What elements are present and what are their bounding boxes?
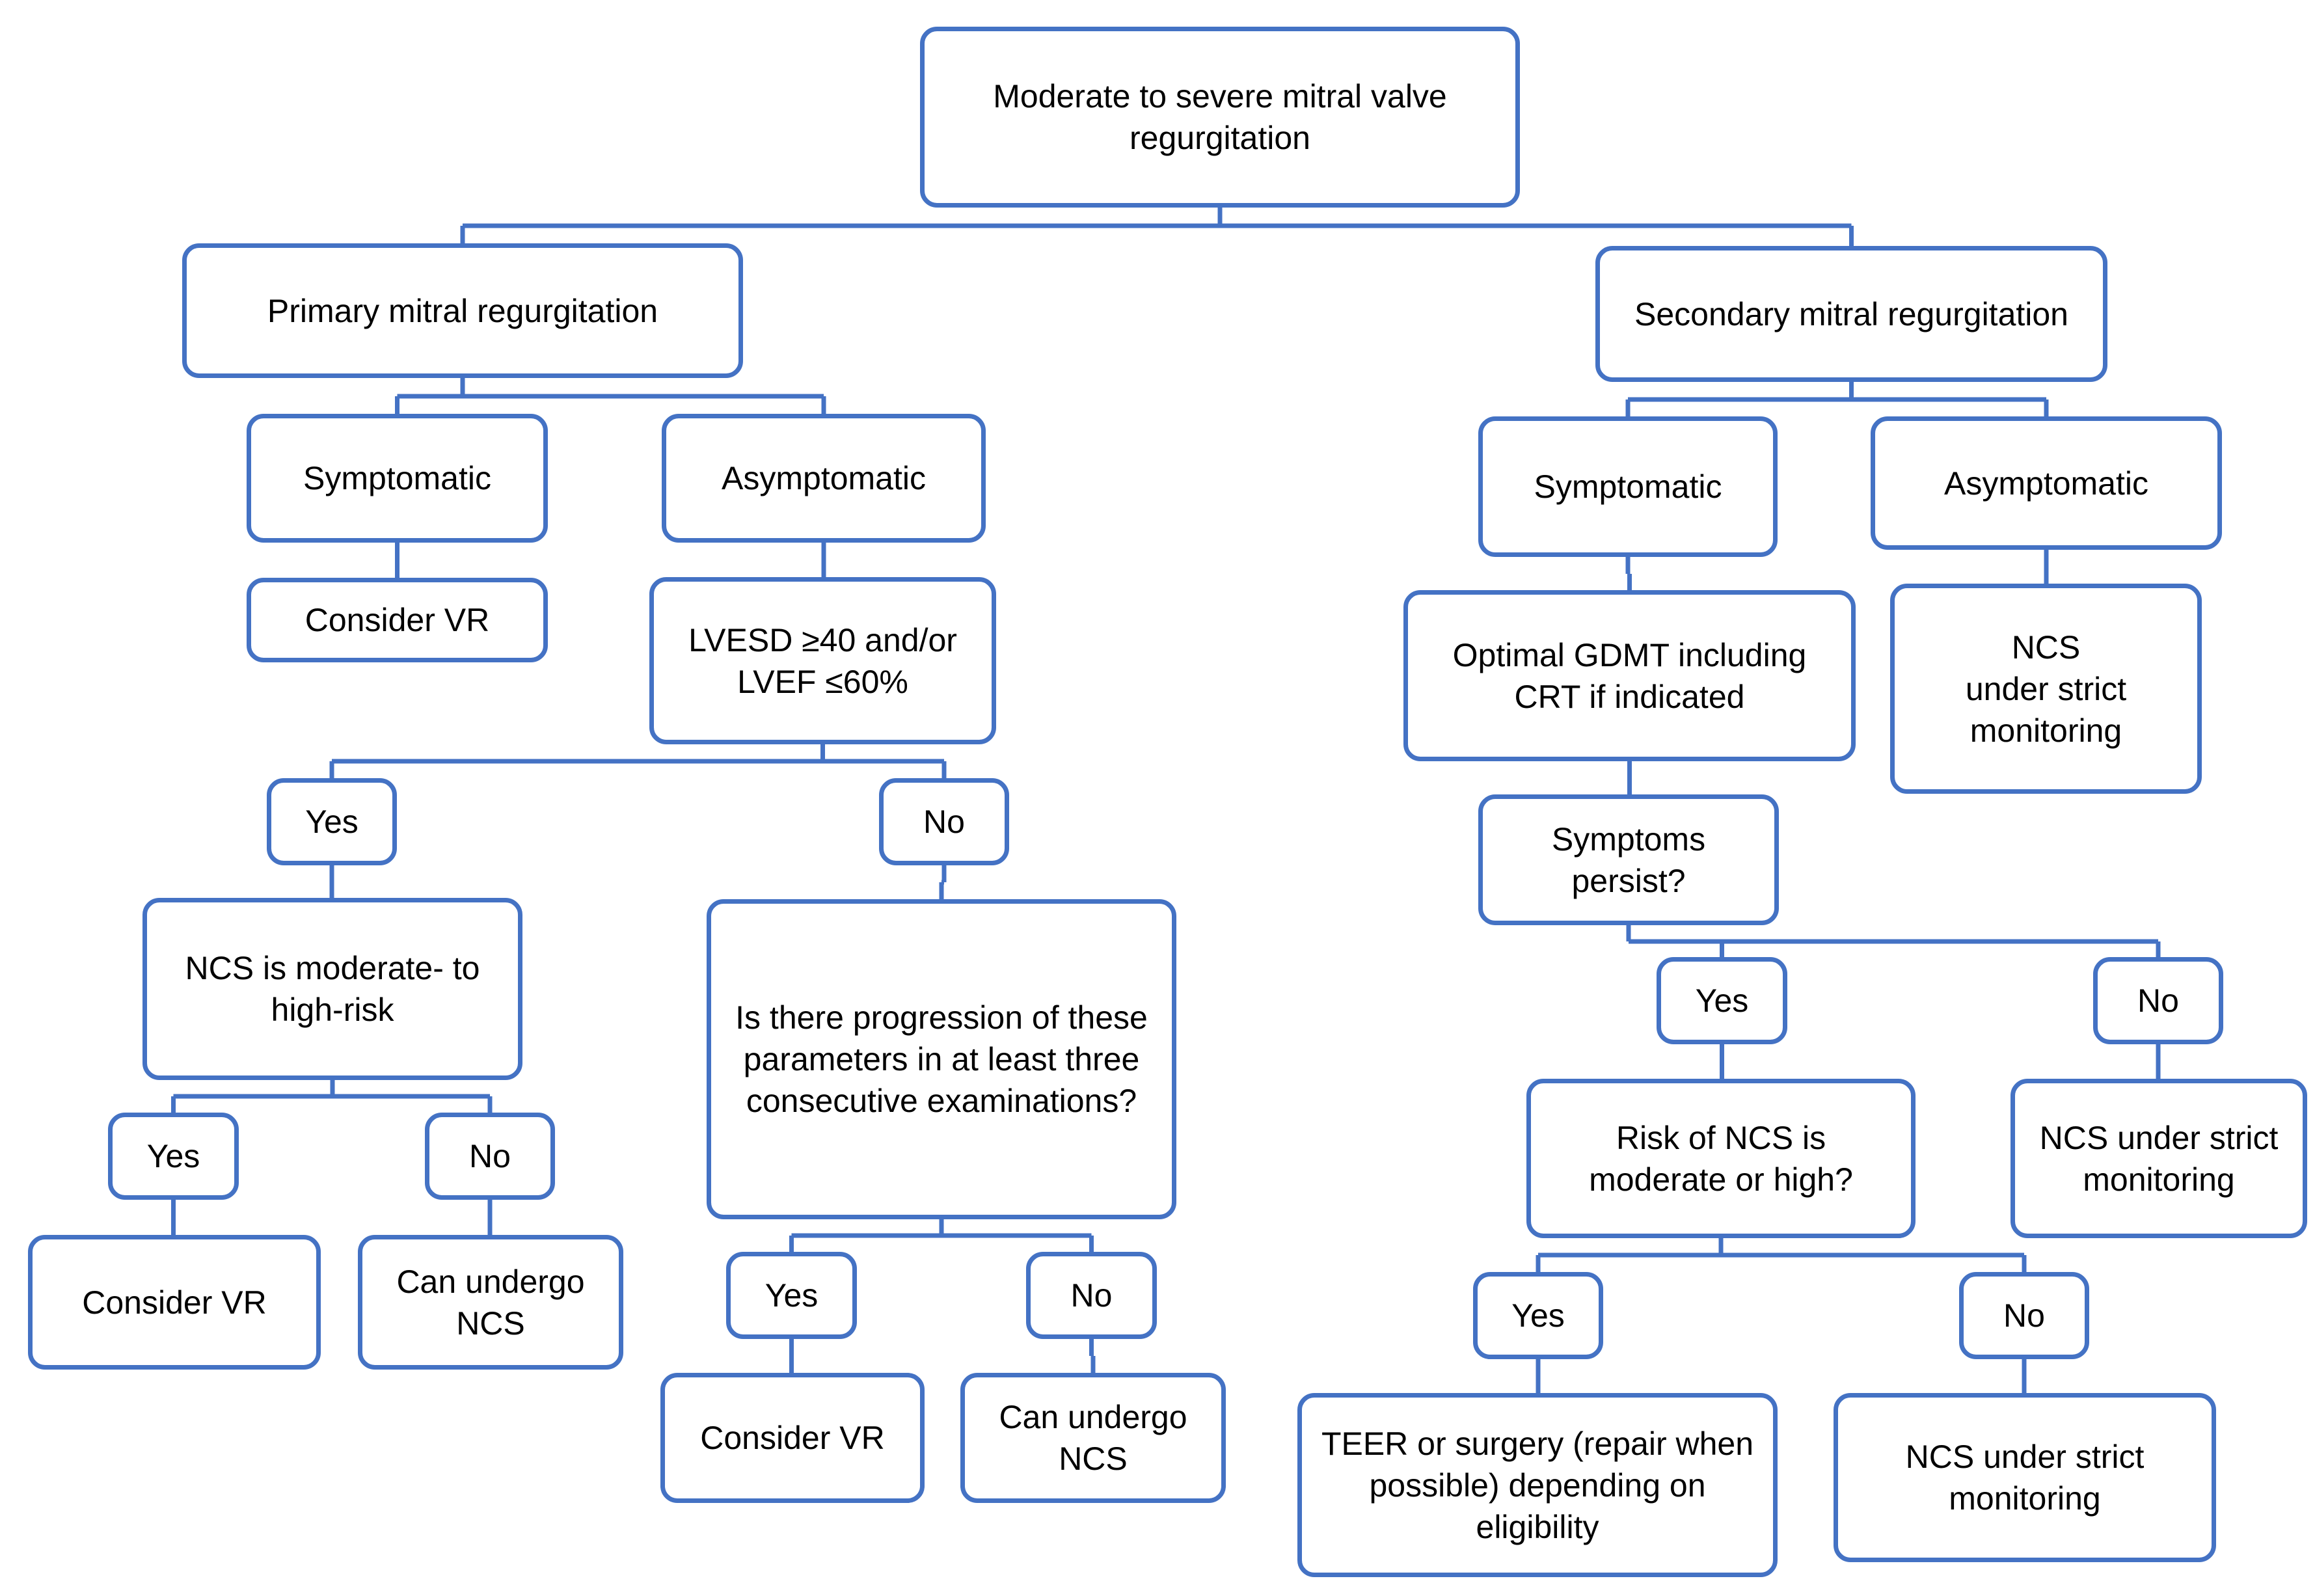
connector-primary bbox=[395, 378, 826, 414]
node-label: Is there progression of these parameters… bbox=[735, 999, 1148, 1119]
node-label: Consider VR bbox=[700, 1420, 885, 1456]
node-label: Asymptomatic bbox=[722, 460, 926, 496]
connector-prog-no bbox=[1089, 1339, 1096, 1373]
connector-progression bbox=[789, 1219, 1094, 1252]
node-label: No bbox=[923, 804, 965, 840]
node-persist-no: No bbox=[2093, 957, 2223, 1044]
node-label: Yes bbox=[146, 1138, 200, 1174]
node-label: LVESD ≥40 and/or LVEF ≤60% bbox=[688, 621, 957, 700]
connector-risk bbox=[1536, 1238, 2027, 1272]
node-progression: Is there progression of these parameters… bbox=[707, 899, 1176, 1219]
node-label: No bbox=[2137, 982, 2179, 1019]
connector-s-symptomatic bbox=[1625, 557, 1632, 590]
connector-lv-no bbox=[939, 865, 947, 899]
node-p-can-undergo-2: Can undergo NCS bbox=[960, 1373, 1226, 1503]
node-label: Yes bbox=[1511, 1297, 1565, 1334]
connector-root bbox=[460, 208, 1854, 246]
node-label: NCS is moderate- to high-risk bbox=[185, 950, 480, 1028]
node-root: Moderate to severe mitral valve regurgit… bbox=[920, 27, 1520, 208]
node-label: Symptomatic bbox=[1534, 468, 1722, 505]
node-label: Symptomatic bbox=[303, 460, 491, 496]
node-ncs-no: No bbox=[425, 1113, 555, 1200]
node-label: Moderate to severe mitral valve regurgit… bbox=[993, 78, 1447, 156]
node-gdmt: Optimal GDMT including CRT if indicated bbox=[1403, 590, 1856, 761]
node-label: Consider VR bbox=[82, 1284, 267, 1321]
node-persist: Symptoms persist? bbox=[1478, 794, 1779, 925]
node-label: NCS under strict monitoring bbox=[1965, 629, 2127, 749]
node-label: Optimal GDMT including CRT if indicated bbox=[1452, 636, 1807, 715]
node-s-ncs-strict-3: NCS under strict monitoring bbox=[1834, 1393, 2216, 1562]
node-ncs-mod-high: NCS is moderate- to high-risk bbox=[142, 898, 522, 1080]
node-label: Can undergo NCS bbox=[999, 1399, 1187, 1477]
node-label: Yes bbox=[305, 804, 359, 840]
node-label: TEER or surgery (repair when possible) d… bbox=[1321, 1425, 1754, 1545]
node-label: Risk of NCS is moderate or high? bbox=[1589, 1119, 1853, 1198]
node-label: Consider VR bbox=[305, 602, 490, 638]
node-risk: Risk of NCS is moderate or high? bbox=[1526, 1079, 1916, 1238]
connector-ncs-mod-high bbox=[171, 1080, 493, 1113]
node-persist-yes: Yes bbox=[1657, 957, 1787, 1044]
node-label: No bbox=[2003, 1297, 2045, 1334]
connector-persist bbox=[1626, 925, 2161, 957]
node-primary: Primary mitral regurgitation bbox=[182, 243, 743, 378]
node-p-symptomatic: Symptomatic bbox=[247, 414, 548, 543]
node-label: Yes bbox=[765, 1277, 819, 1314]
node-label: Primary mitral regurgitation bbox=[267, 292, 658, 329]
node-lvesd: LVESD ≥40 and/or LVEF ≤60% bbox=[649, 577, 996, 744]
node-label: No bbox=[1070, 1277, 1113, 1314]
connector-lvesd bbox=[329, 744, 947, 778]
node-ncs-yes: Yes bbox=[108, 1113, 239, 1200]
node-label: Secondary mitral regurgitation bbox=[1634, 295, 2068, 332]
node-p-consider-vr-2: Consider VR bbox=[28, 1235, 321, 1370]
node-risk-no: No bbox=[1959, 1272, 2089, 1359]
node-s-ncs-strict-2: NCS under strict monitoring bbox=[2010, 1079, 2307, 1238]
node-risk-yes: Yes bbox=[1473, 1272, 1603, 1359]
node-teer: TEER or surgery (repair when possible) d… bbox=[1297, 1393, 1778, 1577]
node-label: No bbox=[469, 1138, 511, 1174]
node-p-can-undergo-1: Can undergo NCS bbox=[358, 1235, 623, 1370]
node-label: Symptoms persist? bbox=[1551, 820, 1706, 899]
node-s-symptomatic: Symptomatic bbox=[1478, 416, 1778, 557]
node-prog-no: No bbox=[1026, 1252, 1157, 1339]
node-label: Yes bbox=[1695, 982, 1749, 1019]
node-p-consider-vr-1: Consider VR bbox=[247, 578, 548, 662]
connector-secondary bbox=[1625, 382, 2049, 416]
node-lv-no: No bbox=[879, 778, 1009, 865]
node-prog-yes: Yes bbox=[726, 1252, 857, 1339]
node-label: NCS under strict monitoring bbox=[2039, 1119, 2279, 1198]
node-label: Asymptomatic bbox=[1944, 465, 2148, 502]
node-p-asymptomatic: Asymptomatic bbox=[662, 414, 986, 543]
node-label: Can undergo NCS bbox=[396, 1263, 585, 1342]
node-lv-yes: Yes bbox=[267, 778, 397, 865]
node-secondary: Secondary mitral regurgitation bbox=[1595, 246, 2107, 382]
node-p-consider-vr-3: Consider VR bbox=[660, 1373, 925, 1503]
node-label: NCS under strict monitoring bbox=[1905, 1439, 2145, 1517]
node-s-asymptomatic: Asymptomatic bbox=[1871, 416, 2222, 550]
node-s-ncs-strict-1: NCS under strict monitoring bbox=[1890, 584, 2202, 794]
